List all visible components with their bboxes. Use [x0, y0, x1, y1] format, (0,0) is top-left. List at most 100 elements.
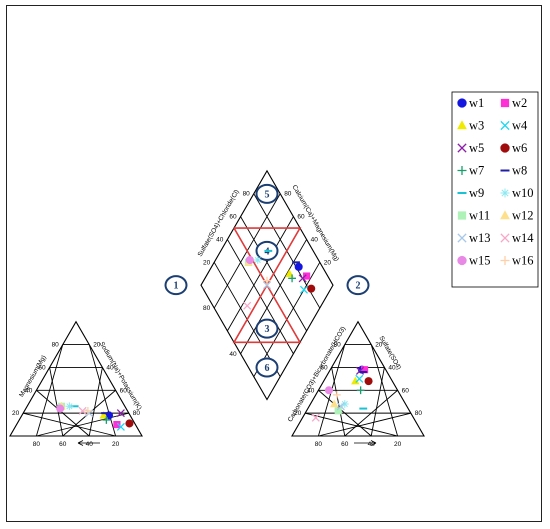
point-w11-anion — [334, 407, 342, 415]
legend-marker-w12 — [500, 210, 510, 220]
anion_triangle-tick-label: 60 — [341, 441, 349, 448]
point-w3-anion — [351, 376, 360, 385]
point-w5-cation — [116, 409, 125, 418]
anion_triangle-tick-label: 20 — [294, 410, 302, 417]
anion-triangle: 202020404040606060808080Carbonate(CO3)+B… — [287, 320, 425, 448]
point-w6-cation — [125, 419, 134, 428]
cation_triangle-grid-b — [88, 367, 103, 437]
anion-axis-arrow — [354, 440, 377, 446]
legend-box — [451, 91, 539, 288]
anion_triangle-grid-b — [370, 367, 385, 437]
figure-frame — [6, 5, 542, 522]
anion_triangle-grid-b — [370, 344, 399, 437]
legend-marker-w7 — [457, 166, 467, 175]
legend-marker-w6 — [500, 143, 510, 153]
cation_triangle-grid-b — [36, 412, 129, 437]
point-w14-anion — [311, 413, 320, 422]
point-w13-anion — [336, 402, 345, 411]
legend-label-w5: w5 — [469, 141, 484, 155]
point-w4-cation — [116, 422, 125, 431]
anion_triangle-tick-label: 40 — [307, 387, 315, 394]
cation_triangle-tick-label: 40 — [106, 364, 114, 371]
anion_triangle-grid-a — [318, 389, 372, 437]
point-w7-cation — [102, 416, 111, 424]
legend-marker-w3 — [457, 120, 467, 130]
anion_triangle-outline — [291, 320, 425, 437]
legend-marker-w4 — [500, 120, 510, 131]
cation_triangle-grid-a — [23, 412, 116, 437]
diamond-tick-label: 80 — [203, 305, 211, 312]
legend-marker-w1 — [457, 98, 467, 108]
zone-6-marker — [255, 357, 279, 378]
diamond-tick-label: 20 — [324, 259, 332, 266]
diamond-tick-label: 60 — [229, 214, 237, 221]
anion_triangle-tick-label: 40 — [368, 441, 376, 448]
cation-triangle: 202020404040606060808080Magnesium(Mg)Sod… — [9, 320, 143, 448]
legend-label-w7: w7 — [469, 164, 484, 178]
cation_triangle-tick-label: 60 — [38, 364, 46, 371]
point-w2-cation — [113, 420, 121, 429]
cation_triangle-tick-label: 40 — [25, 387, 33, 394]
point-w7-diamond — [288, 274, 296, 283]
legend-label-w4: w4 — [512, 119, 528, 133]
cation_triangle-tick-label: 60 — [59, 441, 67, 448]
cation_triangle-outline — [9, 320, 143, 437]
legend-marker-w14 — [500, 233, 510, 243]
legend-label-w13: w13 — [469, 231, 491, 245]
legend-label-w15: w15 — [469, 254, 491, 268]
zone-1-label: 1 — [174, 281, 179, 292]
anion_triangle-grid-a — [305, 412, 398, 437]
anion_triangle-tick-label: 20 — [375, 342, 383, 349]
point-w10-cation — [65, 402, 74, 411]
diamond-axis-label-camg: Calcium(Ca)+Magnesium(Mg) — [291, 184, 340, 263]
legend-marker-w15 — [457, 255, 467, 266]
cation_triangle-tick-label: 40 — [86, 441, 94, 448]
cation_triangle-tick-label: 80 — [133, 410, 141, 417]
legend-label-w1: w1 — [469, 96, 484, 110]
cation_triangle-grid-b — [88, 344, 117, 437]
cation_triangle-tick-label: 80 — [52, 342, 60, 349]
diamond-outline — [200, 169, 334, 401]
point-w10-anion — [340, 400, 349, 408]
cation-axis-label-mg: Magnesium(Mg) — [18, 354, 48, 398]
point-w13-diamond — [262, 281, 272, 290]
cation-axis-arrow — [77, 440, 100, 446]
point-w14-diamond — [243, 301, 252, 310]
zone-5-label: 5 — [265, 189, 270, 200]
anion_triangle-tick-label: 20 — [394, 441, 402, 448]
legend-label-w12: w12 — [512, 209, 534, 223]
anion_triangle-tick-label: 80 — [334, 342, 342, 349]
point-w14-cation — [78, 406, 87, 415]
diamond-tick-label: 80 — [243, 191, 251, 198]
point-w10-diamond — [253, 256, 262, 264]
point-w4-anion — [355, 374, 364, 383]
facies-boundary — [232, 227, 302, 344]
legend-marker-w13 — [457, 233, 467, 243]
diamond-tick-label: 60 — [297, 214, 305, 221]
point-w16-anion — [332, 390, 341, 399]
point-w15-anion — [324, 386, 333, 395]
zone-2-label: 2 — [356, 281, 361, 292]
diamond-axis-label-so4cl: Sulfate(SO4)+Chloride(Cl) — [197, 189, 241, 258]
legend-label-w8: w8 — [512, 164, 527, 178]
legend-label-w10: w10 — [512, 186, 534, 200]
zone-6-label: 6 — [265, 363, 270, 374]
anion_triangle-grid-a — [331, 367, 346, 437]
legend-label-w2: w2 — [512, 96, 527, 110]
legend-label-w6: w6 — [512, 141, 527, 155]
point-w16-cation — [83, 406, 92, 415]
zone-2-marker — [346, 275, 370, 296]
legend-label-w9: w9 — [469, 186, 484, 200]
legend-marker-w5 — [457, 143, 467, 153]
cation_triangle-tick-label: 80 — [33, 441, 41, 448]
point-w5-anion — [355, 366, 365, 375]
point-w1-diamond — [294, 262, 303, 271]
data-points — [56, 249, 373, 431]
zone-3-label: 3 — [265, 324, 270, 335]
point-w6-diamond — [307, 284, 316, 293]
cation_triangle-grid-a — [49, 367, 64, 437]
zone-1-marker — [164, 275, 188, 296]
legend-label-w11: w11 — [469, 209, 490, 223]
diamond-tick-label: 80 — [284, 191, 292, 198]
